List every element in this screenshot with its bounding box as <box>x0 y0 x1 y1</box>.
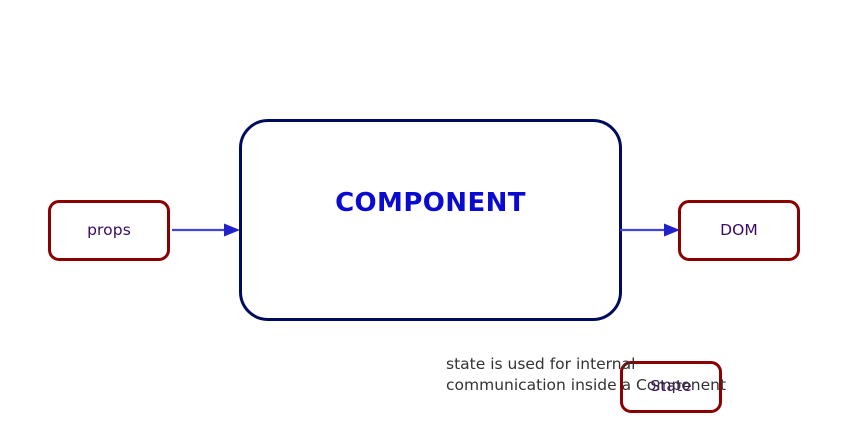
diagram-caption: state is used for internal communication… <box>446 355 727 394</box>
node-component[interactable]: COMPONENT State <box>239 119 722 413</box>
node-props[interactable]: props <box>48 200 170 261</box>
node-component-title: COMPONENT <box>335 188 526 218</box>
arrow-component-to-dom <box>620 223 680 237</box>
node-dom[interactable]: DOM <box>678 200 800 261</box>
node-props-label: props <box>87 220 131 239</box>
arrow-props-to-component <box>172 223 240 237</box>
node-dom-label: DOM <box>720 220 758 239</box>
node-state-label: State <box>650 377 692 396</box>
node-state[interactable]: State <box>620 361 722 413</box>
